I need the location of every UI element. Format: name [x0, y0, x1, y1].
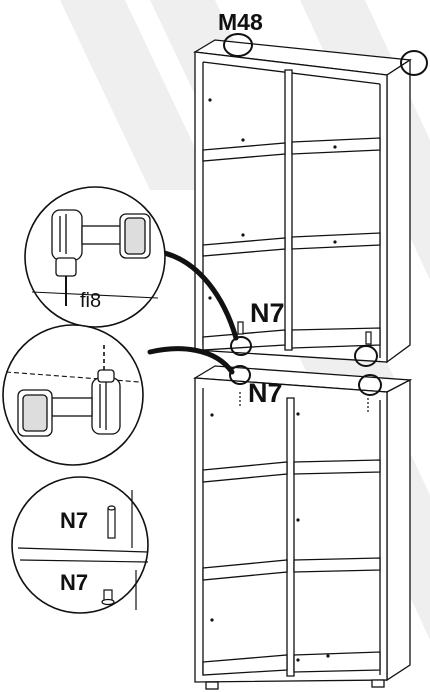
detail-circle-dowel: N7 N7 [11, 476, 149, 614]
n7-label-lower: N7 [248, 378, 283, 408]
leader-line-1 [157, 249, 239, 341]
lower-cabinet [192, 365, 413, 690]
n7-detail-label-top: N7 [60, 508, 88, 533]
n7-dowels [237, 321, 372, 412]
lower-cabinet-holes [210, 412, 330, 662]
m48-highlight-right [400, 50, 428, 76]
m48-highlight-left [223, 33, 253, 57]
n7-highlight-2 [354, 345, 378, 367]
drill-icon [17, 369, 121, 437]
n7-label-upper: N7 [250, 298, 285, 328]
leader-line-2 [147, 346, 235, 375]
detail-circle-drill-bottom [2, 324, 144, 466]
n7-highlight-4 [358, 374, 382, 396]
upper-cabinet-holes [208, 98, 337, 300]
drill-icon [51, 209, 151, 306]
dowel-detail [101, 505, 116, 606]
n7-detail-label-bottom: N7 [60, 570, 88, 595]
upper-cabinet [193, 39, 412, 364]
n7-highlight-1 [230, 336, 252, 356]
m48-label: M48 [218, 9, 263, 35]
n7-highlight-3 [229, 365, 251, 385]
drill-size-label: fi8 [80, 290, 101, 312]
detail-circle-drill-top: fi8 [24, 186, 166, 328]
